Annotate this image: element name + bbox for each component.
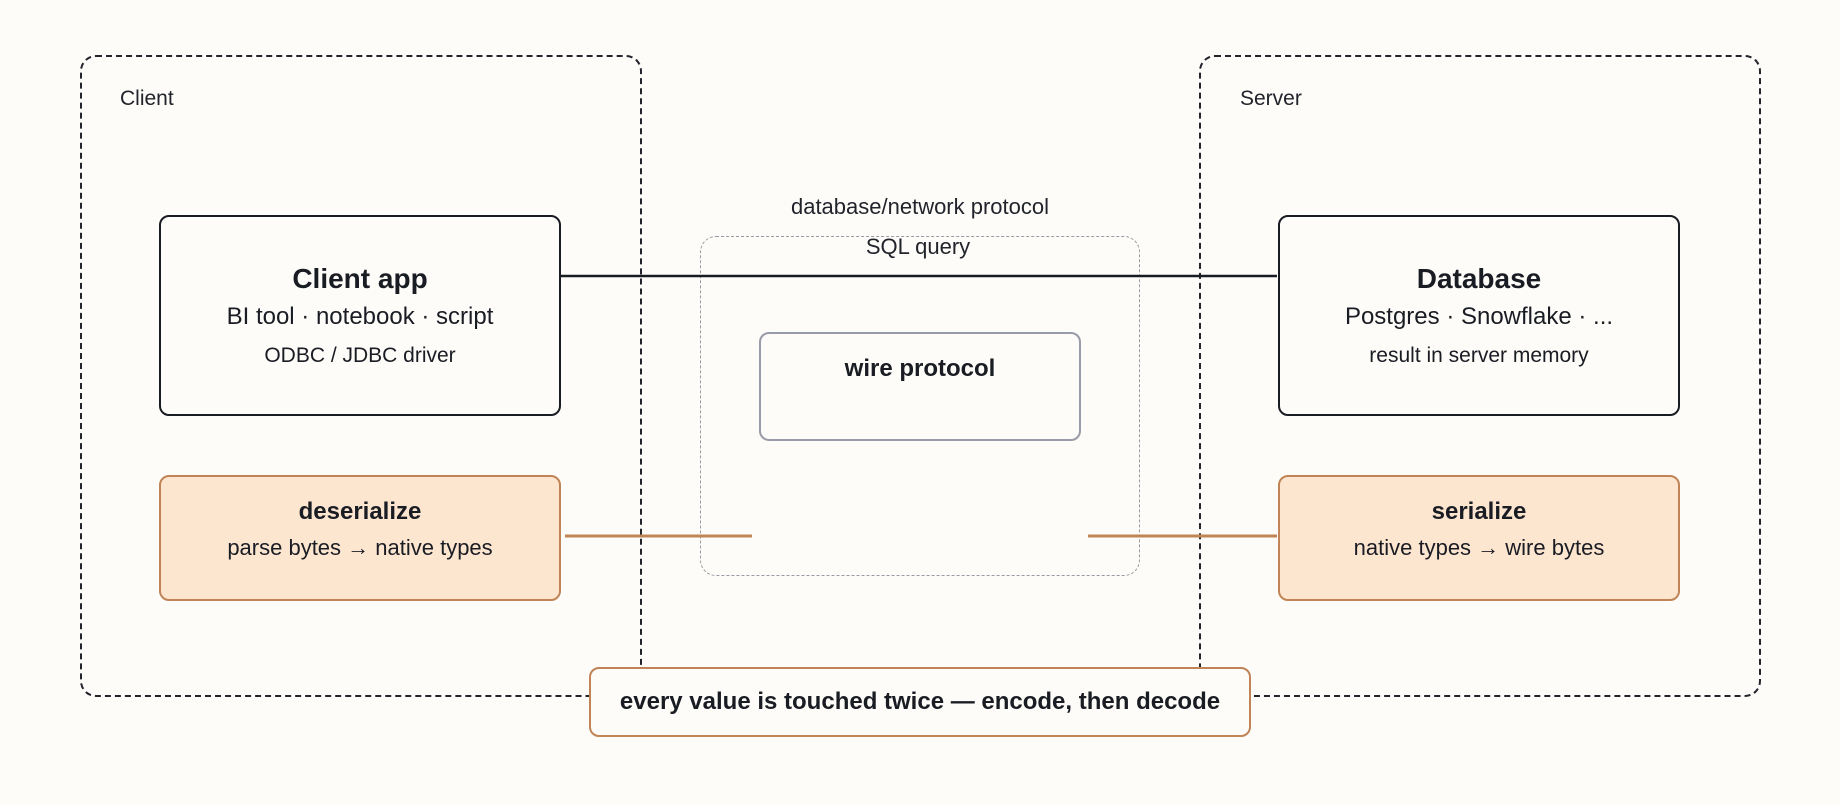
database-box: Database Postgres · Snowflake · ... resu… <box>1278 215 1680 416</box>
protocol-zone <box>700 236 1140 576</box>
serialize-box: serialize native types → wire bytes <box>1278 475 1680 601</box>
server-zone <box>1199 55 1761 697</box>
deserialize-box: deserialize parse bytes → native types <box>159 475 561 601</box>
deserialize-title: deserialize <box>298 498 422 525</box>
callout-box: every value is touched twice — encode, t… <box>589 667 1251 737</box>
serialize-subtitle: native types → wire bytes <box>1353 535 1605 560</box>
database-title: Database <box>1416 263 1542 294</box>
server-zone-label: Server <box>1240 87 1302 110</box>
database-detail: result in server memory <box>1369 344 1589 367</box>
client-zone-label: Client <box>120 87 174 110</box>
client-app-detail: ODBC / JDBC driver <box>264 344 456 367</box>
deserialize-subtitle: parse bytes → native types <box>227 535 493 560</box>
serialize-title: serialize <box>1431 498 1527 525</box>
database-subtitle: Postgres · Snowflake · ... <box>1344 303 1614 330</box>
wire-protocol-label: wire protocol <box>844 355 996 382</box>
callout-text: every value is touched twice — encode, t… <box>619 688 1221 715</box>
protocol-label: database/network protocol <box>790 194 1050 219</box>
client-app-title: Client app <box>292 263 428 294</box>
client-app-box: Client app BI tool · notebook · script O… <box>159 215 561 416</box>
client-app-subtitle: BI tool · notebook · script <box>226 303 494 330</box>
sql-query-label: SQL query <box>865 234 971 259</box>
wire-protocol-box: wire protocol <box>759 332 1081 441</box>
client-zone <box>80 55 642 697</box>
